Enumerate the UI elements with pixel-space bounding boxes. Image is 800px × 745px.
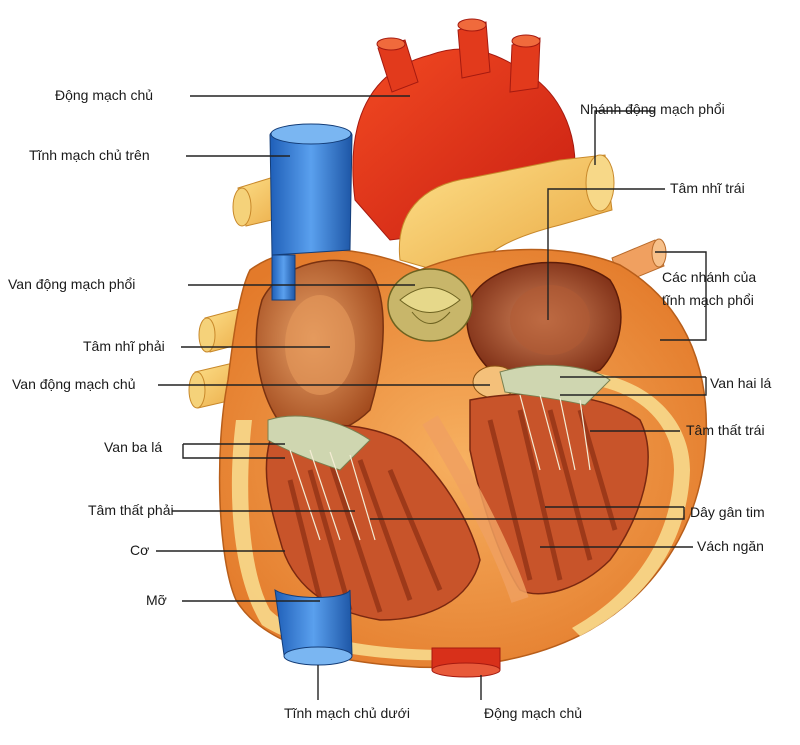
label-mitral-valve: Van hai lá bbox=[710, 375, 771, 391]
leader-lines bbox=[156, 95, 707, 700]
label-left-ventricle: Tâm thất trái bbox=[686, 422, 765, 438]
label-aortic-valve: Van động mạch chủ bbox=[12, 376, 136, 392]
label-right-ventricle: Tâm thất phải bbox=[88, 502, 174, 518]
label-muscle: Cơ bbox=[130, 542, 149, 558]
label-left-atrium: Tâm nhĩ trái bbox=[670, 180, 745, 196]
heart-illustration bbox=[188, 18, 708, 678]
label-chordae-tendineae: Dây gân tim bbox=[690, 504, 765, 520]
label-inferior-vena-cava: Tĩnh mạch chủ dưới bbox=[284, 705, 410, 721]
label-pulmonary-valve: Van động mạch phổi bbox=[8, 276, 135, 292]
label-pulmonary-artery-branch: Nhánh động mạch phổi bbox=[580, 101, 725, 117]
label-aorta-bottom: Động mạch chủ bbox=[484, 705, 582, 721]
label-tricuspid-valve: Van ba lá bbox=[104, 439, 162, 455]
label-fat: Mỡ bbox=[146, 592, 167, 608]
label-superior-vena-cava: Tĩnh mạch chủ trên bbox=[29, 147, 150, 163]
label-right-atrium: Tâm nhĩ phải bbox=[83, 338, 165, 354]
label-septum: Vách ngăn bbox=[697, 538, 764, 554]
labels: Động mạch chủ Tĩnh mạch chủ trên Nhánh đ… bbox=[8, 87, 771, 721]
label-pulmonary-veins-1: Các nhánh của bbox=[662, 269, 756, 285]
label-aorta-top: Động mạch chủ bbox=[55, 87, 153, 103]
label-pulmonary-veins-2: tĩnh mạch phổi bbox=[662, 292, 754, 308]
